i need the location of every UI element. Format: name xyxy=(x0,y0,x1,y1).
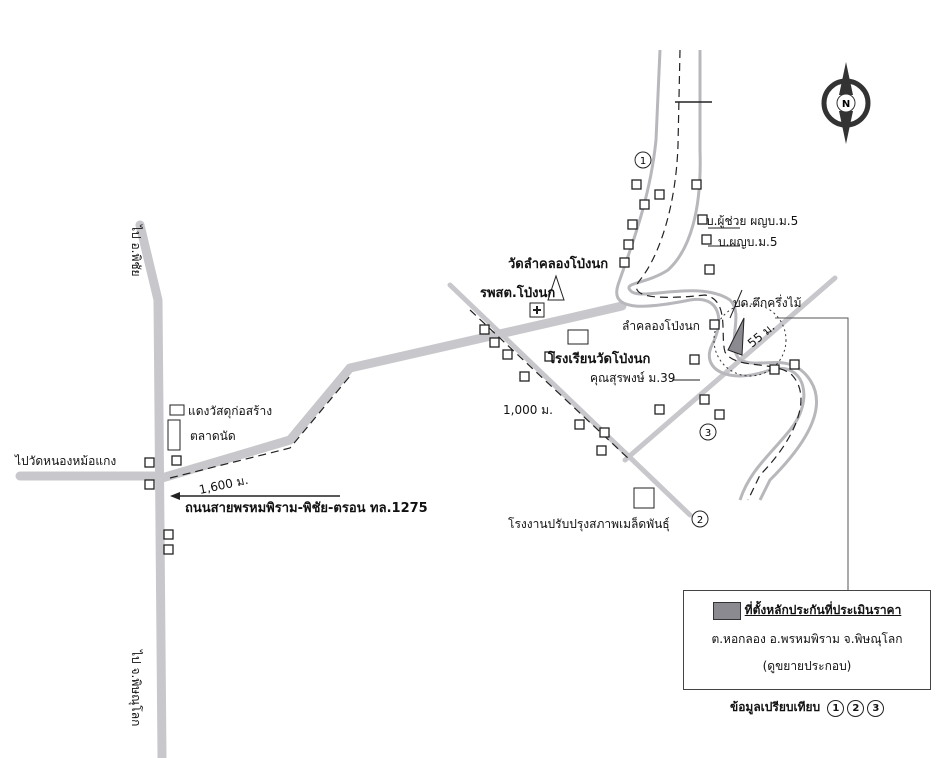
shop-icon xyxy=(169,404,185,416)
road-diagonal-2 xyxy=(622,275,838,463)
label-site-owner: บด.ตึกครึ่งไม้ xyxy=(733,294,802,310)
market-icon xyxy=(167,419,181,451)
compass-icon: N xyxy=(821,62,871,144)
label-distance-1600: 1,600 ม. xyxy=(198,473,250,497)
label-asst-headman: บ.ผู้ช่วย ผญบ.ม.5 xyxy=(706,214,798,229)
label-south-road: ไป จ.พิษณุโลก xyxy=(128,649,143,726)
factory-icon xyxy=(633,487,655,509)
legend: ที่ตั้งหลักประกันที่ประเมินราคา ต.หอกลอง… xyxy=(683,590,931,690)
river xyxy=(615,49,818,501)
label-market: ตลาดนัด xyxy=(190,429,236,443)
compare-label: ข้อมูลเปรียบเทียบ xyxy=(730,700,821,714)
label-factory: โรงงานปรับปรุงสภาพเมล็ดพันธุ์ xyxy=(508,516,670,532)
svg-text:N: N xyxy=(842,99,850,110)
label-temple: วัดลำคลองโป่งนก xyxy=(508,255,608,272)
label-headman: บ.ผญบ.ม.5 xyxy=(718,235,777,249)
legend-swatch xyxy=(712,601,741,620)
compare-marker-1: 1 xyxy=(827,700,845,717)
label-river: ลำคลองโป่งนก xyxy=(622,319,700,333)
hospital-cross xyxy=(533,306,541,314)
svg-text:1: 1 xyxy=(640,156,646,167)
legend-note: (ดูขยายประกอบ) xyxy=(762,659,852,673)
label-west-road: ไปวัดหนองหม้อแกง xyxy=(14,454,116,468)
svg-text:3: 3 xyxy=(705,428,711,439)
label-north-road: ไป อ.พิชัย xyxy=(129,224,143,277)
site-circle xyxy=(713,303,787,377)
legend-leader-line xyxy=(775,317,849,590)
compare-marker-2: 2 xyxy=(847,700,865,717)
road-diagonal-1 xyxy=(447,282,693,518)
road-main xyxy=(157,301,627,483)
svg-text:2: 2 xyxy=(697,515,703,526)
temple-icon xyxy=(547,274,565,301)
marker-2: 2 xyxy=(691,510,709,528)
marker-3: 3 xyxy=(699,423,717,441)
marker-1: 1 xyxy=(634,151,652,169)
distance-line-1600 xyxy=(169,375,351,479)
collateral-site-icon xyxy=(727,317,745,356)
label-school: โรงเรียนวัดโป่งนก xyxy=(547,350,650,367)
arrow-head-icon xyxy=(170,492,180,500)
legend-title: ที่ตั้งหลักประกันที่ประเมินราคา xyxy=(744,603,902,617)
legend-address: ต.หอกลอง อ.พรหมพิราม จ.พิษณุโลก xyxy=(711,632,903,646)
school-icon xyxy=(567,329,589,345)
compare-marker-3: 3 xyxy=(867,700,885,717)
label-leader-lines xyxy=(672,227,743,381)
house-icons xyxy=(144,179,800,555)
label-hospital: รพสต.โป่งนก xyxy=(480,284,555,301)
road-north-south xyxy=(135,220,167,758)
label-resident: คุณสุรพงษ์ ม.39 xyxy=(590,371,675,386)
label-distance-1000: 1,000 ม. xyxy=(503,403,553,417)
label-material-shop: แดงวัสดุก่อสร้าง xyxy=(188,404,272,419)
label-highway: ถนนสายพรหมพิราม-พิชัย-ตรอน ทล.1275 xyxy=(185,501,428,516)
